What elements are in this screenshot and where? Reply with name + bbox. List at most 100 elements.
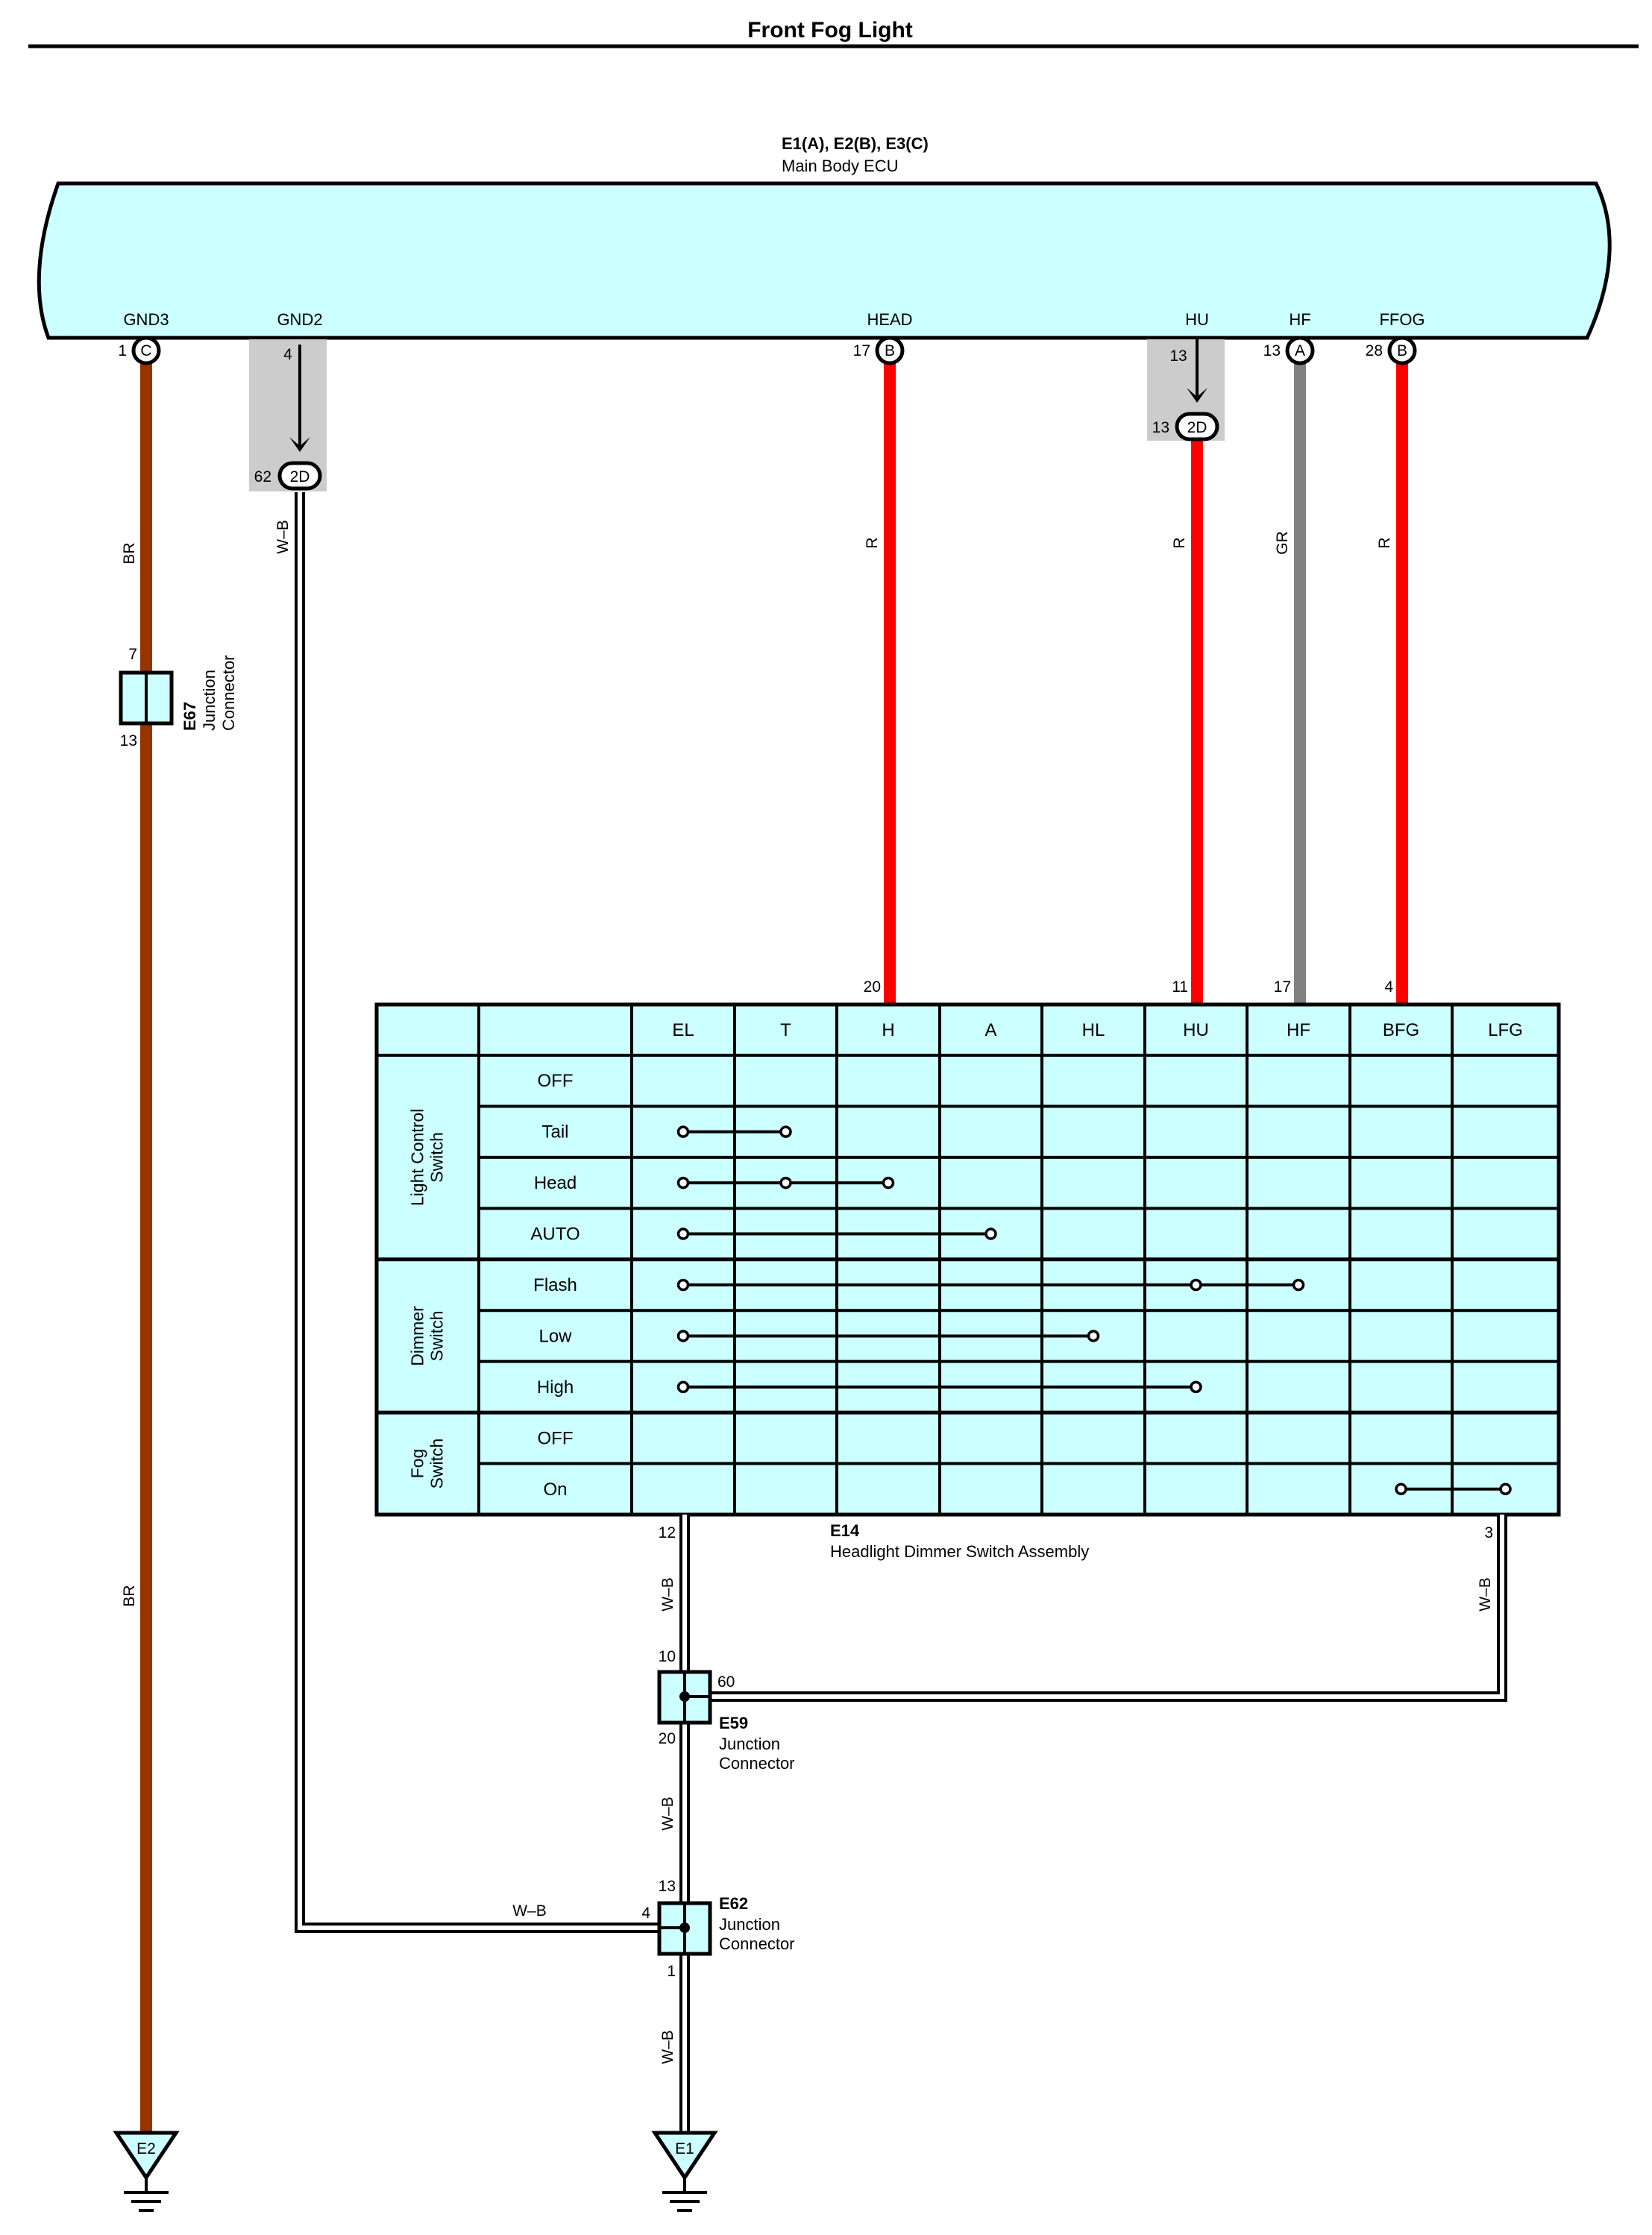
pin-ffog-num: 28	[1366, 342, 1383, 359]
hu-inline-pin: 13	[1152, 419, 1169, 436]
e14-col-header: T	[780, 1020, 791, 1040]
e67-line2: Connector	[219, 655, 238, 731]
e14-row-label: OFF	[538, 1428, 574, 1448]
e14-connection-node	[676, 1380, 690, 1394]
e14-col-header: A	[984, 1020, 996, 1040]
e14-group-label: Light Control	[408, 1109, 427, 1206]
wire-label-hf: GR	[1274, 531, 1291, 555]
e14-pin-h: 20	[864, 978, 881, 996]
e14-pin-bfg: 4	[1384, 978, 1393, 996]
hu-arrow-head	[1187, 388, 1207, 403]
e59-line2: Connector	[719, 1754, 795, 1773]
e14-connection-node	[1499, 1483, 1512, 1496]
e14-connection-node	[882, 1176, 895, 1189]
e67-pin-top: 7	[128, 646, 137, 663]
e14-group-label: Switch	[427, 1439, 447, 1489]
ecu-terminal-ffog: FFOG	[1379, 310, 1425, 329]
e14-pin-left: 12	[659, 1524, 676, 1541]
page-title: Front Fog Light	[747, 18, 913, 43]
wire-label-gnd3: BR	[121, 542, 138, 564]
pin-hf	[1285, 336, 1315, 365]
wire-e14-3-inner	[710, 1515, 1504, 1699]
wire-gnd2-inner	[298, 492, 668, 1930]
e14-connection-node	[676, 1227, 690, 1240]
e14-row-label: AUTO	[530, 1225, 580, 1245]
e14-connection-node	[1190, 1380, 1202, 1394]
e62-pin-top: 13	[659, 1878, 676, 1895]
e59-node	[679, 1691, 690, 1702]
e59-pin-bottom: 20	[659, 1730, 676, 1747]
e14-col-header: HU	[1183, 1020, 1209, 1040]
ecu-name: Main Body ECU	[782, 157, 899, 175]
wire-label-e62-left: W–B	[512, 1902, 547, 1920]
gnd2-inline-label: 2D	[290, 468, 310, 485]
e14-connection-node	[1395, 1483, 1407, 1496]
e14-connection-node	[676, 1125, 690, 1138]
gnd2-pin-number: 4	[283, 346, 292, 363]
e14-group-label: Switch	[427, 1132, 447, 1183]
e14-col-header: H	[882, 1020, 894, 1040]
ground-left: E2	[113, 2131, 180, 2212]
e14-group-label: Fog	[408, 1449, 427, 1479]
e62-code: E62	[719, 1894, 748, 1913]
e67-code: E67	[180, 702, 199, 731]
e59-line1: Junction	[719, 1735, 780, 1753]
e14-connection-node	[984, 1227, 997, 1240]
ecu-codes: E1(A), E2(B), E3(C)	[782, 134, 929, 153]
e59-pin-right: 60	[717, 1673, 735, 1691]
wire-label-hu: R	[1171, 537, 1188, 548]
pin-head	[875, 336, 905, 365]
wire-label-ffog: R	[1376, 537, 1393, 548]
e14-connection-node	[676, 1330, 690, 1342]
e14-pin-right: 3	[1484, 1524, 1493, 1541]
e14-connection-node	[1292, 1278, 1305, 1292]
e67-line1: Junction	[200, 670, 219, 731]
e14-row-label: On	[543, 1480, 567, 1500]
e14-row-label: Tail	[541, 1122, 568, 1142]
e14-connection-node	[779, 1125, 792, 1138]
e14-name: Headlight Dimmer Switch Assembly	[830, 1542, 1089, 1561]
wire-label-head: R	[864, 537, 881, 548]
pin-head-conn: B	[885, 342, 895, 359]
ground-right-label: E1	[675, 2140, 694, 2157]
ecu-terminal-hu: HU	[1185, 310, 1209, 329]
e14-connection-node	[676, 1176, 690, 1189]
pin-head-num: 17	[853, 342, 870, 359]
e14-row-label: Head	[534, 1173, 577, 1193]
ground-right-triangle	[651, 2131, 718, 2181]
e14-col-header: HL	[1082, 1020, 1105, 1040]
e14-group-label: Dimmer	[408, 1306, 427, 1366]
e14-connection-node	[779, 1176, 792, 1189]
e62-pin-left: 4	[641, 1905, 650, 1922]
ecu-terminal-head: HEAD	[867, 310, 912, 329]
pin-hf-num: 13	[1263, 342, 1281, 359]
e14-col-header: EL	[672, 1020, 694, 1040]
e14-pin-hu: 11	[1172, 978, 1188, 996]
e14-group-label: Switch	[427, 1311, 447, 1362]
e59-code: E59	[719, 1714, 748, 1732]
pin-gnd3-num: 1	[118, 342, 127, 359]
ecu-terminal-hf: HF	[1289, 310, 1310, 329]
ecu-body	[37, 181, 1612, 340]
wire-label-e14-12: W–B	[659, 1577, 676, 1612]
e59-pin-top: 10	[659, 1648, 676, 1665]
hu-inline-connector	[1175, 412, 1219, 441]
e14-col-header: LFG	[1488, 1020, 1523, 1040]
ecu-terminal-gnd3: GND3	[123, 310, 169, 329]
wire-label-e62-ground: W–B	[659, 2030, 676, 2064]
e14-pin-hf: 17	[1274, 978, 1291, 996]
e62-line1: Junction	[719, 1915, 780, 1934]
hu-pin-number: 13	[1169, 348, 1187, 365]
gnd2-inline-connector	[277, 461, 322, 491]
ground-left-triangle	[113, 2131, 180, 2181]
hu-inline-label: 2D	[1187, 419, 1207, 436]
pin-hf-conn: A	[1295, 342, 1305, 359]
pin-gnd3	[131, 336, 161, 365]
pin-ffog-conn: B	[1397, 342, 1407, 359]
e14-col-header: BFG	[1383, 1020, 1419, 1040]
ground-right: E1	[651, 2131, 718, 2212]
ecu-terminal-gnd2: GND2	[277, 310, 322, 329]
e14-connection-node	[1087, 1330, 1100, 1342]
ground-left-label: E2	[136, 2140, 156, 2157]
